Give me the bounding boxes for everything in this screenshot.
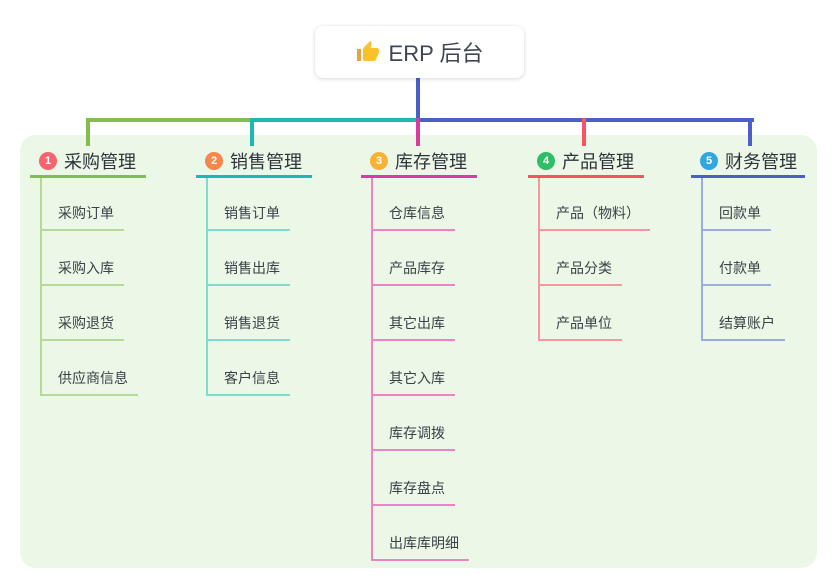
branch-label: 库存管理 bbox=[395, 152, 467, 172]
child-node[interactable]: 仓库信息 bbox=[389, 205, 445, 221]
branch-underline-3 bbox=[361, 175, 477, 178]
branch-badge-2: 2 bbox=[205, 152, 223, 170]
child-underline bbox=[371, 394, 455, 396]
branch-label: 销售管理 bbox=[230, 152, 302, 172]
branch-node-1[interactable]: 1 采购管理 bbox=[30, 148, 146, 174]
child-node[interactable]: 客户信息 bbox=[224, 370, 280, 386]
branch-badge-1: 1 bbox=[39, 152, 57, 170]
child-underline bbox=[538, 284, 622, 286]
connector-bar-segment-1 bbox=[86, 118, 252, 122]
child-underline bbox=[701, 229, 771, 231]
child-node[interactable]: 结算账户 bbox=[719, 315, 775, 331]
root-connector bbox=[416, 78, 420, 118]
child-node[interactable]: 销售出库 bbox=[224, 260, 280, 276]
child-node[interactable]: 产品（物料） bbox=[556, 205, 640, 221]
branch-node-4[interactable]: 4 产品管理 bbox=[528, 148, 644, 174]
branch-underline-1 bbox=[30, 175, 146, 178]
child-underline bbox=[206, 339, 290, 341]
child-underline bbox=[40, 284, 124, 286]
branch-node-3[interactable]: 3 库存管理 bbox=[361, 148, 477, 174]
child-underline bbox=[206, 229, 290, 231]
child-underline bbox=[206, 394, 290, 396]
connector-drop-5 bbox=[748, 118, 752, 146]
child-underline bbox=[538, 339, 622, 341]
child-underline bbox=[40, 229, 124, 231]
child-node[interactable]: 销售订单 bbox=[224, 205, 280, 221]
branches-panel bbox=[20, 135, 817, 568]
branch-node-2[interactable]: 2 销售管理 bbox=[196, 148, 312, 174]
branch-badge-5: 5 bbox=[700, 152, 718, 170]
connector-drop-3 bbox=[416, 118, 420, 146]
connector-drop-1 bbox=[86, 118, 90, 146]
child-spine-5 bbox=[701, 178, 703, 341]
branch-label: 财务管理 bbox=[725, 152, 797, 172]
branch-underline-5 bbox=[691, 175, 805, 178]
child-underline bbox=[40, 339, 124, 341]
child-node[interactable]: 其它出库 bbox=[389, 315, 445, 331]
branch-label: 产品管理 bbox=[562, 152, 634, 172]
connector-bar-segment-2 bbox=[250, 118, 418, 122]
child-node[interactable]: 其它入库 bbox=[389, 370, 445, 386]
child-node[interactable]: 销售退货 bbox=[224, 315, 280, 331]
child-node[interactable]: 库存调拨 bbox=[389, 425, 445, 441]
branch-underline-2 bbox=[196, 175, 312, 178]
child-underline bbox=[371, 229, 455, 231]
thumbs-up-icon bbox=[356, 41, 379, 61]
child-node[interactable]: 采购入库 bbox=[58, 260, 114, 276]
child-underline bbox=[371, 284, 455, 286]
child-underline bbox=[371, 504, 455, 506]
connector-drop-4 bbox=[582, 118, 586, 146]
child-node[interactable]: 产品分类 bbox=[556, 260, 612, 276]
root-node[interactable]: ERP 后台 bbox=[315, 26, 524, 78]
branch-node-5[interactable]: 5 财务管理 bbox=[691, 148, 805, 174]
connector-drop-2 bbox=[250, 118, 254, 146]
child-underline bbox=[701, 284, 771, 286]
child-spine-2 bbox=[206, 178, 208, 396]
child-node[interactable]: 库存盘点 bbox=[389, 480, 445, 496]
child-underline bbox=[701, 339, 785, 341]
branch-label: 采购管理 bbox=[64, 152, 136, 172]
child-node[interactable]: 产品库存 bbox=[389, 260, 445, 276]
child-node[interactable]: 采购退货 bbox=[58, 315, 114, 331]
child-underline bbox=[371, 449, 455, 451]
child-underline bbox=[538, 229, 650, 231]
child-underline bbox=[371, 559, 469, 561]
root-label: ERP 后台 bbox=[388, 41, 484, 66]
child-node[interactable]: 采购订单 bbox=[58, 205, 114, 221]
branch-badge-4: 4 bbox=[537, 152, 555, 170]
child-spine-4 bbox=[538, 178, 540, 341]
child-spine-3 bbox=[371, 178, 373, 561]
child-node[interactable]: 出库库明细 bbox=[389, 535, 459, 551]
branch-badge-3: 3 bbox=[370, 152, 388, 170]
child-underline bbox=[371, 339, 455, 341]
child-node[interactable]: 回款单 bbox=[719, 205, 761, 221]
child-underline bbox=[206, 284, 290, 286]
branch-underline-4 bbox=[528, 175, 644, 178]
child-node[interactable]: 产品单位 bbox=[556, 315, 612, 331]
child-spine-1 bbox=[40, 178, 42, 396]
child-node[interactable]: 付款单 bbox=[719, 260, 761, 276]
child-node[interactable]: 供应商信息 bbox=[58, 370, 128, 386]
child-underline bbox=[40, 394, 138, 396]
